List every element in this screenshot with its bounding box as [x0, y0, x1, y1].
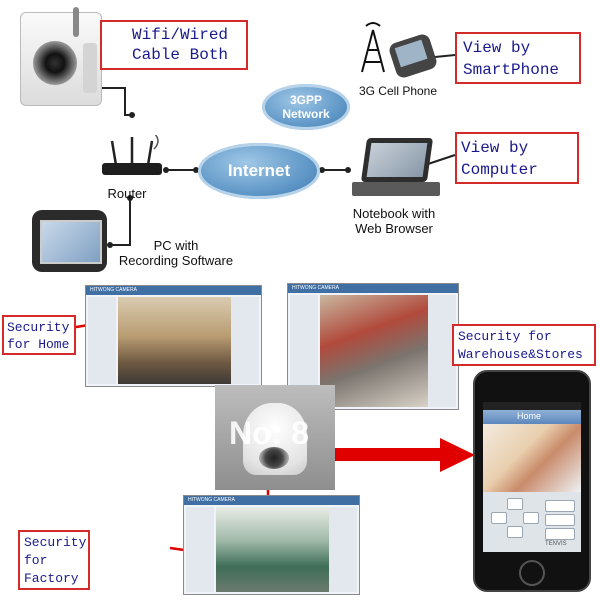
callout-warehouse: Security for Warehouse&Stores [452, 324, 596, 366]
notebook-icon [352, 138, 442, 200]
notebook-label: Notebook with Web Browser [352, 206, 436, 236]
phone-home-button[interactable] [519, 560, 545, 586]
ptz-button-left[interactable] [491, 512, 507, 524]
ip-camera [20, 7, 102, 106]
factory-monitor-screen: HITWONG CAMERA [183, 495, 360, 595]
cell-phone-label: 3G Cell Phone [358, 84, 438, 98]
camera-antenna [73, 7, 79, 37]
camera-lens [33, 41, 77, 85]
router-label: Router [107, 186, 147, 201]
phone-brand: TENVIS [545, 541, 567, 547]
ptz-button-up[interactable] [507, 498, 523, 510]
home-photo [118, 297, 231, 384]
pt-camera-photo: No: 8 [215, 385, 335, 490]
smartphone: Home TENVIS [473, 370, 591, 592]
gpp-network-cloud: 3GPP Network [262, 84, 350, 130]
ptz-button-down[interactable] [507, 526, 523, 538]
router-icon [102, 132, 162, 175]
warehouse-photo [320, 295, 428, 407]
pt-camera-lens [259, 447, 289, 469]
screen-title: HITWONG CAMERA [86, 286, 261, 295]
cell-tower-icon [361, 22, 385, 73]
screen-title: HITWONG CAMERA [184, 496, 359, 505]
callout-home: Security for Home [2, 315, 76, 355]
camera-watermark: No: 8 [229, 415, 309, 451]
screen-title: HITWONG CAMERA [288, 284, 458, 293]
home-monitor-screen: HITWONG CAMERA [85, 285, 262, 387]
router [100, 132, 165, 180]
phone-action-button-2[interactable] [545, 514, 575, 526]
callout-factory: Security for Factory [18, 530, 90, 590]
phone-action-button-3[interactable] [545, 528, 575, 540]
phone-action-button-1[interactable] [545, 500, 575, 512]
ptz-button-right[interactable] [523, 512, 539, 524]
callout-smartphone: View by SmartPhone [455, 32, 581, 84]
pc-label: PC with Recording Software [118, 238, 234, 268]
pc-icon [32, 210, 107, 272]
arrow-to-phone [330, 438, 475, 472]
callout-computer: View by Computer [455, 132, 579, 184]
phone-status-bar [483, 402, 581, 410]
phone-video [483, 424, 581, 492]
factory-photo [216, 507, 329, 592]
internet-cloud: Internet [198, 143, 320, 199]
callout-wifi: Wifi/Wired Cable Both [100, 20, 248, 70]
phone-nav-title: Home [517, 411, 542, 421]
phone-nav-bar: Home [483, 410, 581, 424]
phone-screen: Home TENVIS [483, 402, 581, 552]
camera-stand [83, 43, 97, 93]
phone-controls: TENVIS [483, 492, 581, 552]
